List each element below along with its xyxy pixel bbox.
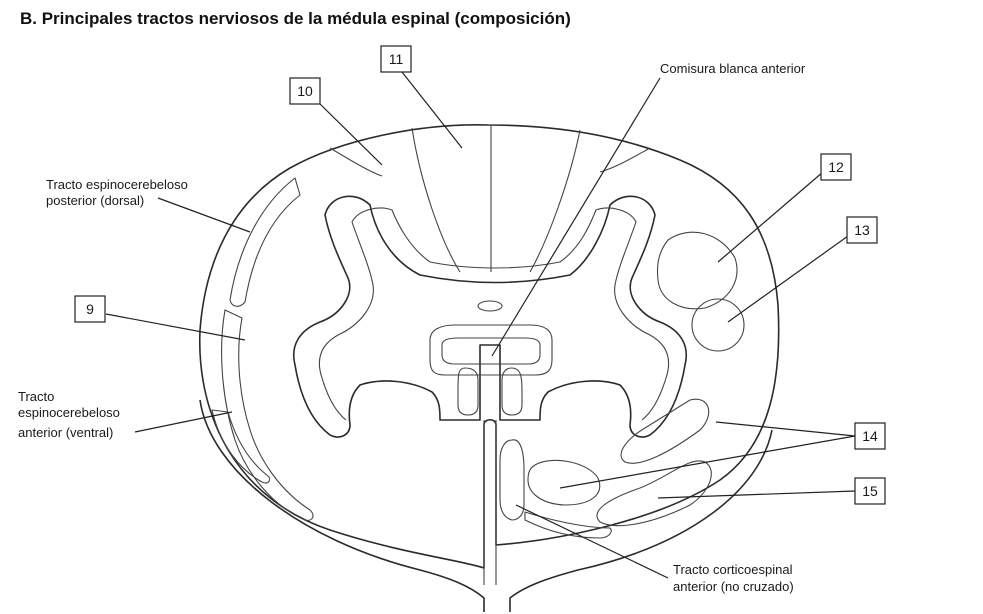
tract-15-region [596, 460, 712, 527]
figure-title: B. Principales tractos nerviosos de la m… [20, 9, 571, 28]
leader-tracto-anterior [134, 411, 233, 433]
white-commissure-inner [441, 337, 541, 365]
box-9: 9 [74, 295, 106, 323]
dorsal-column-left [411, 127, 461, 273]
label-tracto-anterior-3: anterior (ventral) [18, 425, 113, 440]
leader-12 [717, 171, 824, 263]
tract-14-lower-region [527, 459, 601, 506]
box-13: 13 [846, 216, 878, 244]
text-labels: Comisura blanca anterior Tracto espinoce… [18, 61, 806, 594]
white-commissure-outline [429, 324, 553, 376]
spinal-cord-section [198, 124, 780, 612]
label-comisura: Comisura blanca anterior [660, 61, 806, 76]
box-11-text: 11 [389, 51, 404, 67]
leader-tracto-posterior [157, 197, 251, 233]
leader-15 [657, 490, 856, 499]
box-12: 12 [820, 153, 852, 181]
box-10-text: 10 [297, 83, 313, 99]
tract-14-region [620, 398, 710, 464]
leader-corticoespinal [515, 504, 669, 579]
box-10: 10 [289, 77, 321, 105]
box-9-text: 9 [86, 301, 94, 317]
leader-comisura [491, 77, 661, 357]
label-tracto-anterior-2: espinocerebeloso [18, 405, 120, 420]
anterior-column-right [501, 367, 523, 416]
anterior-column-left [457, 367, 479, 416]
posterior-spinocerebellar-left [229, 177, 301, 307]
leader-14b [559, 435, 856, 489]
tract-9-region [221, 309, 314, 521]
grey-matter [293, 195, 687, 438]
leader-14a [715, 421, 856, 437]
label-tracto-posterior-2: posterior (dorsal) [46, 193, 144, 208]
anterior-fissure [483, 420, 497, 585]
label-tracto-posterior-1: Tracto espinocerebeloso [46, 177, 188, 192]
label-tracto-anterior-1: Tracto [18, 389, 54, 404]
numbered-boxes: 9 10 11 12 13 14 [74, 45, 886, 505]
dorsal-boundary-right [599, 147, 651, 173]
box-11: 11 [380, 45, 412, 73]
grey-matter-inner [318, 207, 670, 421]
anterior-spinocerebellar-left [211, 409, 271, 484]
central-canal [477, 300, 503, 312]
box-15: 15 [854, 477, 886, 505]
corticospinal-anterior-region [499, 439, 525, 521]
dorsal-column-right [529, 129, 581, 273]
label-corticoespinal-2: anterior (no cruzado) [673, 579, 794, 594]
box-14-text: 14 [862, 428, 878, 444]
leader-11 [401, 71, 463, 149]
dorsal-boundary-left [329, 147, 383, 177]
box-13-text: 13 [854, 222, 870, 238]
box-12-text: 12 [828, 159, 844, 175]
leader-13 [727, 235, 849, 323]
label-corticoespinal-1: Tracto corticoespinal [673, 562, 793, 577]
ventral-tract-right [524, 511, 612, 539]
leader-10 [317, 101, 383, 166]
leader-9 [105, 313, 246, 341]
tract-12-region [656, 231, 738, 310]
box-14: 14 [854, 422, 886, 450]
cord-outline [198, 124, 780, 569]
tract-13-region [691, 298, 745, 352]
box-15-text: 15 [862, 483, 878, 499]
leader-lines [105, 71, 856, 579]
